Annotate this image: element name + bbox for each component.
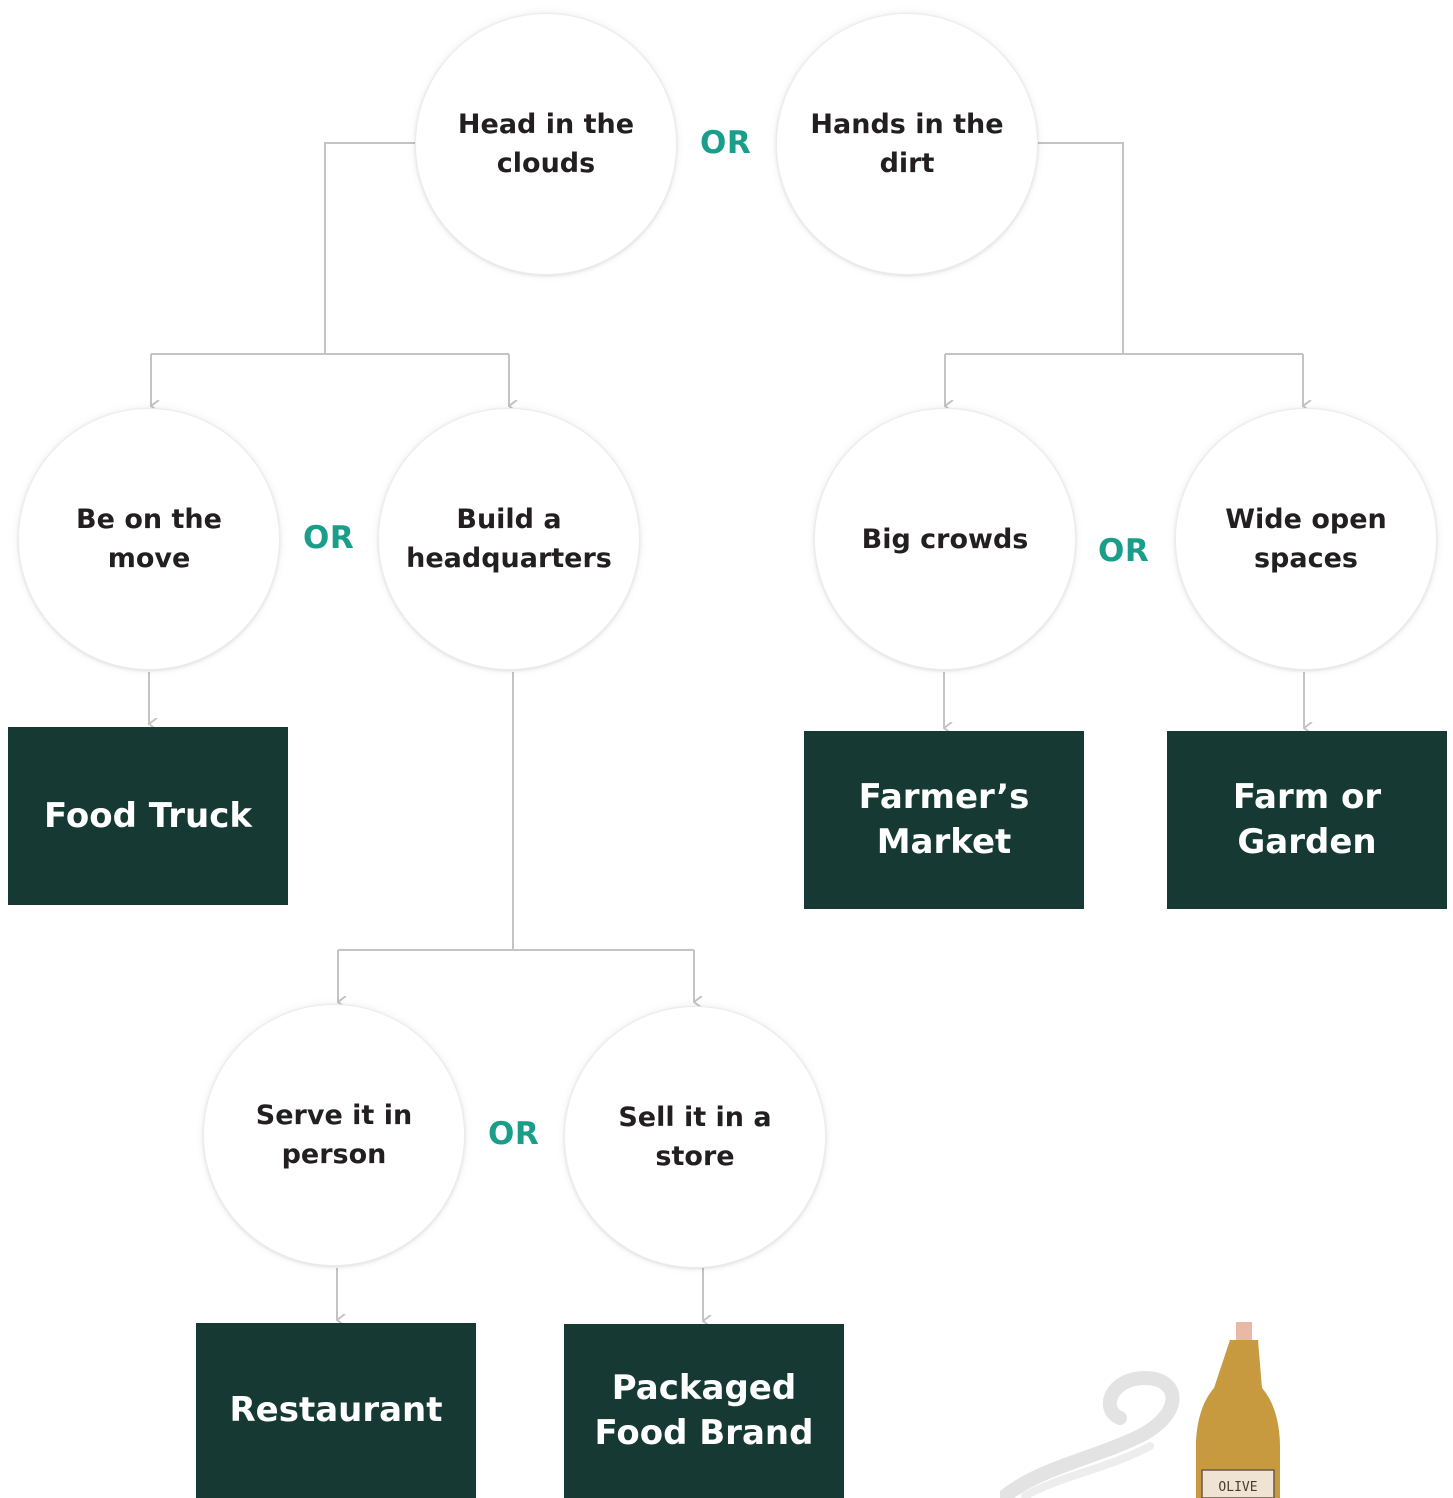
choice-build-headquarters: Build a headquarters bbox=[378, 408, 640, 670]
or-label: OR bbox=[303, 520, 355, 556]
result-label: Farm or Garden bbox=[1232, 777, 1382, 862]
result-farm-or-garden: Farm or Garden bbox=[1167, 731, 1447, 909]
or-label: OR bbox=[488, 1116, 540, 1152]
result-packaged-food-brand: Packaged Food Brand bbox=[564, 1324, 844, 1498]
choice-label: Head in the clouds bbox=[457, 109, 635, 179]
result-restaurant: Restaurant bbox=[196, 1323, 476, 1498]
result-label: Food Truck bbox=[44, 795, 252, 836]
connector-head-to-split bbox=[324, 142, 416, 354]
choice-label: Wide open spaces bbox=[1225, 504, 1387, 574]
choice-label: Big crowds bbox=[861, 523, 1029, 555]
choice-label: Hands in the dirt bbox=[810, 109, 1004, 179]
result-label: Restaurant bbox=[229, 1390, 443, 1430]
bottle-label: OLIVE bbox=[1218, 1480, 1257, 1495]
or-label: OR bbox=[700, 125, 752, 161]
choice-wide-open-spaces: Wide open spaces bbox=[1175, 408, 1437, 670]
choice-be-on-move: Be on the move bbox=[18, 408, 280, 670]
smoke-swirl-icon bbox=[1000, 1370, 1180, 1498]
choice-hands-in-dirt: Hands in the dirt bbox=[776, 13, 1038, 275]
choice-sell-in-store: Sell it in a store bbox=[564, 1006, 826, 1268]
result-food-truck: Food Truck bbox=[8, 727, 288, 905]
connector-hands-to-split bbox=[1038, 142, 1124, 354]
choice-head-in-clouds: Head in the clouds bbox=[415, 13, 677, 275]
choice-label: Be on the move bbox=[76, 504, 222, 574]
choice-label: Build a headquarters bbox=[406, 504, 612, 574]
bottle-icon: OLIVE bbox=[1196, 1322, 1280, 1498]
choice-label: Sell it in a store bbox=[618, 1102, 772, 1172]
or-label: OR bbox=[1098, 533, 1150, 569]
choice-label: Serve it in person bbox=[255, 1100, 413, 1170]
olive-oil-bottle-icon: OLIVE bbox=[1000, 1322, 1280, 1498]
result-farmers-market: Farmer’s Market bbox=[804, 731, 1084, 909]
choice-big-crowds: Big crowds bbox=[814, 408, 1076, 670]
result-label: Farmer’s Market bbox=[858, 777, 1030, 862]
result-label: Packaged Food Brand bbox=[594, 1368, 814, 1453]
choice-serve-in-person: Serve it in person bbox=[203, 1004, 465, 1266]
